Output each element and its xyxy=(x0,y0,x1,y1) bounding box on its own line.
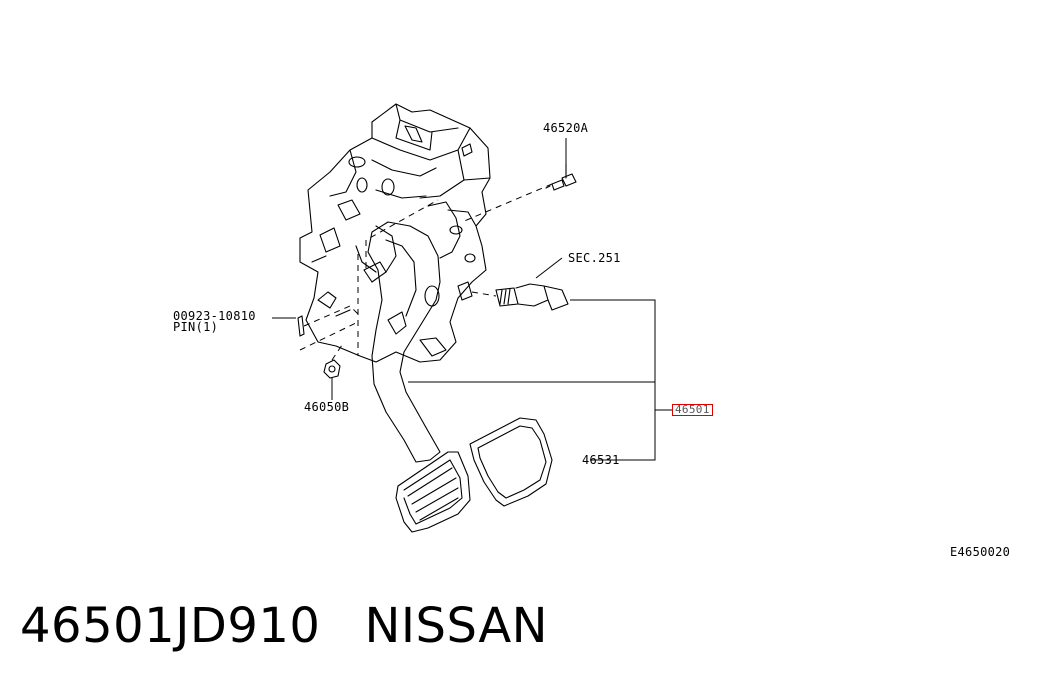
leader-lines xyxy=(272,138,672,461)
callout-46520a: 46520A xyxy=(543,121,589,135)
pedal-bracket xyxy=(299,103,491,363)
callout-46050b: 46050B xyxy=(304,400,350,414)
pedal-pad-part xyxy=(469,417,553,507)
bolt-46520a xyxy=(545,163,577,191)
part-caption: 46501JD910 NISSAN xyxy=(20,598,548,654)
callout-46501-highlighted[interactable]: 46501 xyxy=(672,404,713,416)
callout-sec-251: SEC.251 xyxy=(568,251,621,265)
callout-46531: 46531 xyxy=(582,453,620,467)
brake-pedal-arm xyxy=(363,221,471,533)
assembly-guides xyxy=(299,183,553,361)
callout-pin-part-number: 00923-10810 xyxy=(173,309,256,323)
diagram-code: E4650020 xyxy=(950,545,1011,559)
brand-name: NISSAN xyxy=(364,598,549,654)
callout-pin-description: PIN(1) xyxy=(173,320,219,334)
stop-lamp-switch xyxy=(457,281,569,311)
clevis-pin xyxy=(297,315,305,337)
nut-46050b xyxy=(323,359,341,379)
part-number: 46501JD910 xyxy=(20,598,321,654)
